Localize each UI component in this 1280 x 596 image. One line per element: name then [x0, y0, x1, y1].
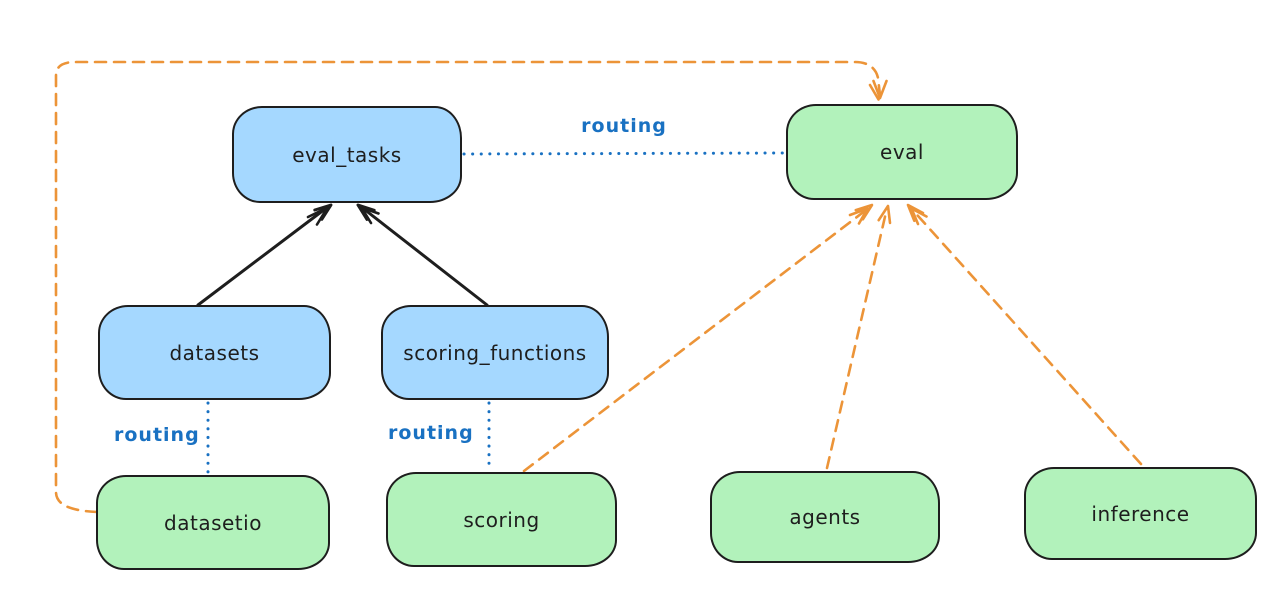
- node-datasets: datasets: [98, 305, 331, 400]
- edge-datasetio-to-eval: [54, 60, 888, 514]
- node-datasets-label: datasets: [169, 340, 260, 365]
- node-eval-label: eval: [880, 140, 924, 164]
- edge-label-routing-eval-tasks-eval: routing: [581, 115, 667, 137]
- node-inference: inference: [1024, 467, 1257, 560]
- node-scoring-label: scoring: [463, 507, 540, 532]
- node-agents: agents: [710, 471, 940, 563]
- node-agents-label: agents: [789, 505, 861, 529]
- node-eval-tasks-label: eval_tasks: [292, 142, 402, 167]
- node-datasetio: datasetio: [96, 475, 330, 570]
- edge-inference-to-eval: [906, 203, 1143, 466]
- edge-eval-tasks-to-eval: [462, 151, 785, 156]
- node-scoring-functions: scoring_functions: [381, 305, 609, 400]
- edge-label-routing-datasets-datasetio: routing: [114, 424, 200, 446]
- node-scoring-functions-label: scoring_functions: [403, 340, 587, 365]
- node-inference-label: inference: [1091, 501, 1190, 526]
- node-eval-tasks: eval_tasks: [232, 106, 462, 203]
- edge-label-routing-scoring-functions-scoring: routing: [388, 422, 474, 444]
- node-scoring: scoring: [386, 472, 617, 567]
- edge-scoring-functions-to-eval-tasks: [356, 203, 489, 307]
- edge-agents-to-eval: [825, 204, 892, 470]
- node-eval: eval: [786, 104, 1018, 200]
- node-datasetio-label: datasetio: [164, 510, 262, 535]
- edge-scoring-to-eval: [522, 203, 874, 473]
- edge-datasets-to-eval-tasks: [196, 203, 333, 307]
